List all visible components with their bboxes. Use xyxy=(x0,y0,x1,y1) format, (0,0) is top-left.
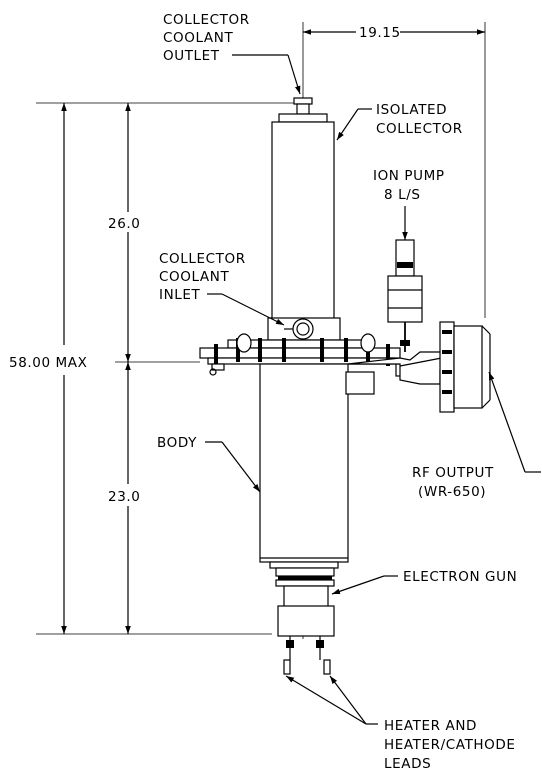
svg-text:COLLECTOR: COLLECTOR xyxy=(163,12,250,28)
section-height-dimensions: 26.0 23.0 xyxy=(108,103,200,634)
output-waveguide xyxy=(345,351,453,395)
label-isolated-collector: ISOLATED COLLECTOR xyxy=(336,102,463,141)
overall-height-value: 58.00 MAX xyxy=(9,355,87,371)
label-heater-leads: HEATER AND HEATER/CATHODE LEADS xyxy=(285,675,516,772)
rf-offset-value: 19.15 xyxy=(359,25,401,41)
isolated-collector-drawing xyxy=(267,97,341,341)
svg-text:8 L/S: 8 L/S xyxy=(384,187,421,203)
svg-text:BODY: BODY xyxy=(157,435,197,451)
label-rf-output: RF OUTPUT (WR-650) xyxy=(412,371,541,500)
svg-text:COOLANT: COOLANT xyxy=(163,30,233,46)
overall-height-dimension: 58.00 MAX xyxy=(9,102,296,635)
body-height-value: 23.0 xyxy=(108,489,140,505)
rf-offset-dimension: 19.15 xyxy=(302,22,486,318)
body-drawing xyxy=(259,363,349,563)
label-ion-pump: ION PUMP 8 L/S xyxy=(373,168,445,240)
label-collector-outlet: COLLECTOR COOLANT OUTLET xyxy=(163,12,301,95)
svg-text:ISOLATED: ISOLATED xyxy=(376,102,447,118)
label-electron-gun: ELECTRON GUN xyxy=(331,569,517,595)
svg-text:HEATER AND: HEATER AND xyxy=(384,718,477,734)
ion-pump-drawing xyxy=(387,239,423,352)
collector-height-value: 26.0 xyxy=(108,216,140,232)
svg-text:RF OUTPUT: RF OUTPUT xyxy=(412,465,494,481)
svg-text:COOLANT: COOLANT xyxy=(159,269,229,285)
svg-text:ION PUMP: ION PUMP xyxy=(373,168,445,184)
label-body: BODY xyxy=(157,435,261,493)
label-collector-inlet: COLLECTOR COOLANT INLET xyxy=(159,251,285,326)
rf-output-flange xyxy=(439,321,491,413)
svg-text:LEADS: LEADS xyxy=(384,756,431,772)
electron-gun-drawing xyxy=(269,561,339,675)
svg-text:COLLECTOR: COLLECTOR xyxy=(376,121,463,137)
svg-text:ELECTRON GUN: ELECTRON GUN xyxy=(403,569,517,585)
svg-text:HEATER/CATHODE: HEATER/CATHODE xyxy=(384,737,516,753)
svg-text:OUTLET: OUTLET xyxy=(163,48,220,64)
svg-text:COLLECTOR: COLLECTOR xyxy=(159,251,246,267)
svg-text:(WR-650): (WR-650) xyxy=(418,484,486,500)
svg-text:INLET: INLET xyxy=(159,287,201,303)
